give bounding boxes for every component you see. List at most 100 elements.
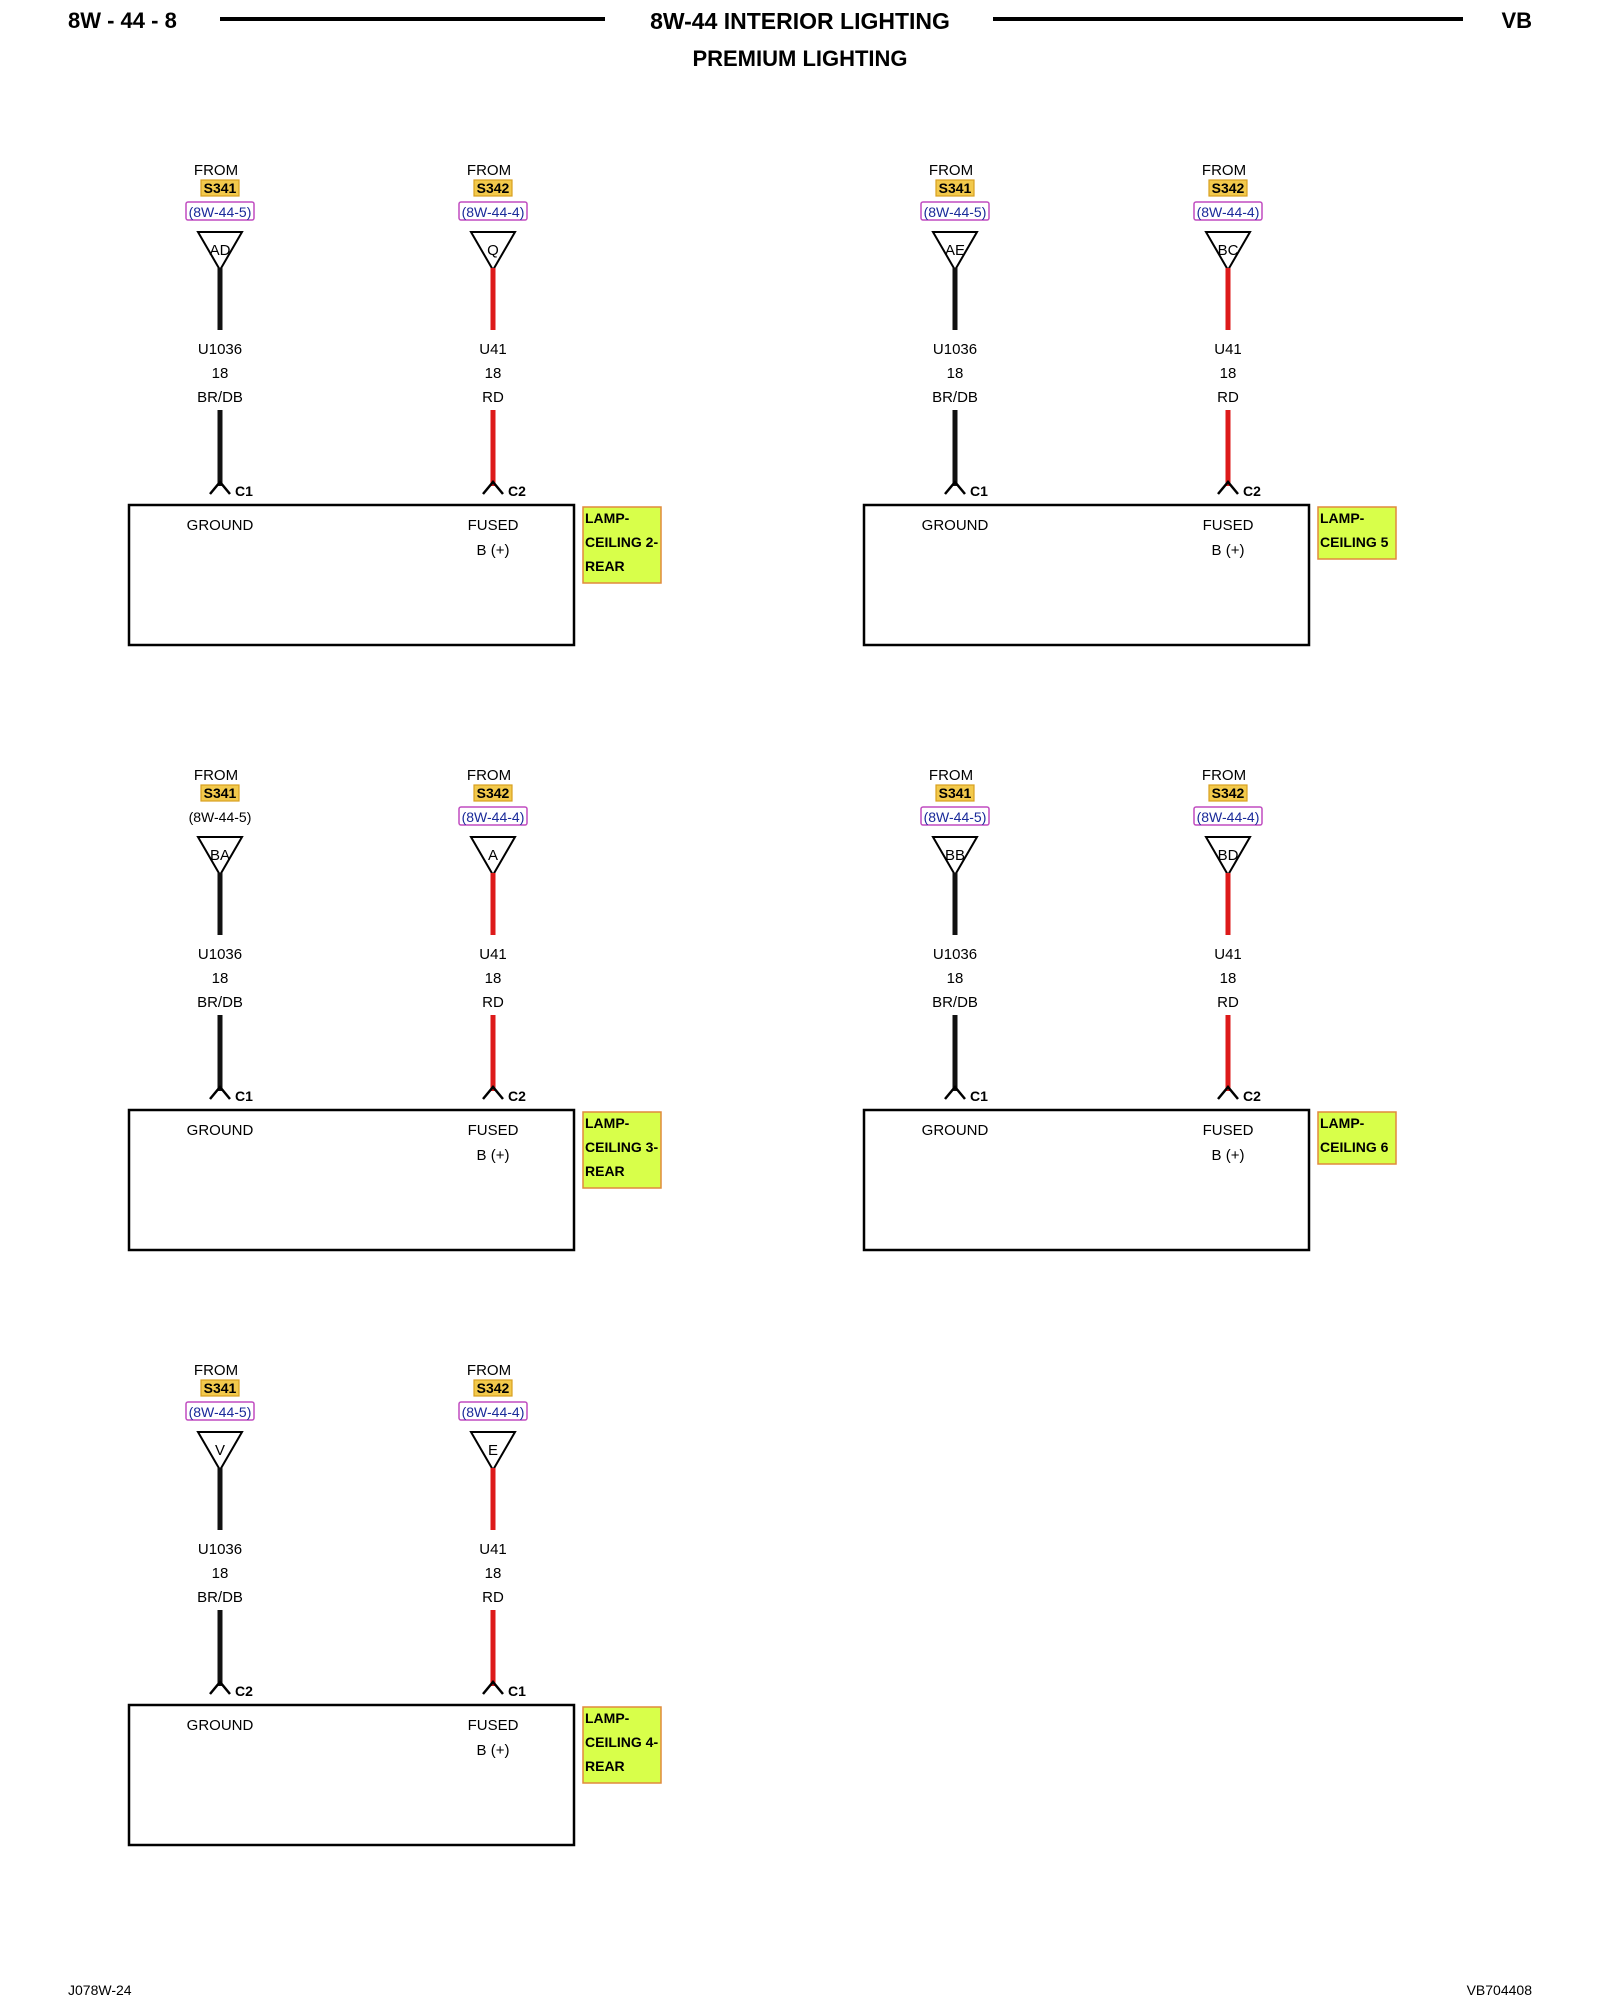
circuit-4-feed-splice-label-highlight	[1208, 784, 1248, 802]
circuit-4-ground-pin-name: GROUND	[922, 1122, 989, 1139]
circuit-5-ground-splice-label-highlight	[200, 1379, 240, 1397]
circuit-1-ground-connector-terminal	[209, 480, 231, 495]
circuit-3-feed-wire-color: RD	[482, 994, 504, 1011]
circuit-1-feed-pin-name-2: B (+)	[477, 542, 510, 559]
page-subtitle: PREMIUM LIGHTING	[692, 46, 908, 71]
circuit-3-feed-connector-id: C2	[508, 1088, 526, 1104]
circuit-2-ground-pin-name: GROUND	[922, 517, 989, 534]
circuit-5-ground-pin-label: V	[215, 1442, 225, 1459]
vehicle-badge: VB	[1501, 8, 1532, 33]
circuit-3-component-tag-bg	[582, 1111, 662, 1189]
circuit-5-feed-connector-id: C1	[508, 1683, 526, 1699]
circuit-3-component-name-line-2: CEILING 3-	[585, 1139, 658, 1155]
circuit-3-feed-circuit-number: U41	[479, 946, 507, 963]
circuit-3-ground-wire-color: BR/DB	[197, 994, 243, 1011]
circuit-2-feed-pin-name-2: B (+)	[1212, 542, 1245, 559]
circuit-2-ground-pin-label: AE	[945, 242, 965, 259]
circuit-1-feed-circuit-number: U41	[479, 341, 507, 358]
circuit-2-ground-connector-id: C1	[970, 483, 988, 499]
circuit-1-feed-connector-terminal	[482, 480, 504, 495]
circuit-1-feed-connector-triangle	[469, 231, 517, 272]
circuit-4-feed-wire-gauge: 18	[1220, 970, 1237, 987]
circuit-5-ground-circuit-number: U1036	[198, 1541, 242, 1558]
circuit-3-ground-from-label: FROM	[194, 767, 238, 784]
circuit-4-ground-wire-color: BR/DB	[932, 994, 978, 1011]
circuit-5-feed-wire-gauge: 18	[485, 1565, 502, 1582]
circuit-1-feed-page-reference: (8W-44-4)	[462, 204, 525, 220]
circuit-3-ground-connector-terminal	[209, 1085, 231, 1100]
circuit-1-ground-from-label: FROM	[194, 162, 238, 179]
circuit-2-ground-page-reference-box	[920, 201, 990, 221]
circuit-5-feed-pin-name: FUSED	[468, 1717, 519, 1734]
circuit-3-feed-wire-gauge: 18	[485, 970, 502, 987]
circuit-5-component-name-line-2: CEILING 4-	[585, 1734, 658, 1750]
circuit-5-feed-pin-name-2: B (+)	[477, 1742, 510, 1759]
circuit-4-component-tag-bg	[1317, 1111, 1397, 1165]
circuit-3-feed-connector-terminal	[482, 1085, 504, 1100]
circuit-2-feed-circuit-number: U41	[1214, 341, 1242, 358]
circuit-1-ground-pin-label: AD	[210, 242, 231, 259]
circuit-1-feed-wire-color: RD	[482, 389, 504, 406]
circuit-3-feed-pin-label: A	[488, 847, 498, 864]
circuit-4-ground-from-label: FROM	[929, 767, 973, 784]
circuit-4-feed-pin-name-2: B (+)	[1212, 1147, 1245, 1164]
circuit-2-feed-page-reference-box	[1193, 201, 1263, 221]
circuit-1-component-name-line-1: LAMP-	[585, 510, 630, 526]
circuit-5-ground-connector-id: C2	[235, 1683, 253, 1699]
circuit-5-feed-page-reference-box	[458, 1401, 528, 1421]
circuit-2-component-name-line-1: LAMP-	[1320, 510, 1365, 526]
circuit-4-ground-pin-label: BB	[945, 847, 965, 864]
circuit-3-feed-splice-label-highlight	[473, 784, 513, 802]
circuit-1-ground-wire-gauge: 18	[212, 365, 229, 382]
circuit-2-ground-page-reference: (8W-44-5)	[924, 204, 987, 220]
circuit-5-feed-splice-label-highlight	[473, 1379, 513, 1397]
circuit-5-feed-connector-triangle	[469, 1431, 517, 1472]
circuit-3-feed-pin-name: FUSED	[468, 1122, 519, 1139]
circuit-2-feed-connector-triangle	[1204, 231, 1252, 272]
circuit-2-ground-from-label: FROM	[929, 162, 973, 179]
circuit-2-feed-page-reference: (8W-44-4)	[1197, 204, 1260, 220]
circuit-4-component-name-line-2: CEILING 6	[1320, 1139, 1389, 1155]
circuit-1-feed-wire-gauge: 18	[485, 365, 502, 382]
circuit-4-feed-pin-name: FUSED	[1203, 1122, 1254, 1139]
circuit-3-component-name-line-3: REAR	[585, 1163, 625, 1179]
circuit-3-feed-page-reference-box	[458, 806, 528, 826]
circuit-4-component-name-line-1: LAMP-	[1320, 1115, 1365, 1131]
circuit-4-ground-splice-label: S341	[939, 785, 972, 801]
circuit-1-ground-page-reference: (8W-44-5)	[189, 204, 252, 220]
circuit-5-feed-splice-label: S342	[477, 1380, 510, 1396]
circuit-1-ground-splice-label-highlight	[200, 179, 240, 197]
circuit-1-ground-pin-name: GROUND	[187, 517, 254, 534]
circuit-1-ground-wire-color: BR/DB	[197, 389, 243, 406]
circuit-3-ground-splice-label: S341	[204, 785, 237, 801]
circuit-2-component-name-line-2: CEILING 5	[1320, 534, 1389, 550]
circuit-5-feed-circuit-number: U41	[479, 1541, 507, 1558]
circuit-1-feed-page-reference-box	[458, 201, 528, 221]
circuit-2-ground-connector-triangle	[931, 231, 979, 272]
circuit-5-ground-pin-name: GROUND	[187, 1717, 254, 1734]
circuit-3-ground-connector-id: C1	[235, 1088, 253, 1104]
circuit-2-ground-circuit-number: U1036	[933, 341, 977, 358]
circuit-4-feed-page-reference: (8W-44-4)	[1197, 809, 1260, 825]
circuit-5-component-box	[127, 1703, 576, 1847]
circuit-5-feed-pin-label: E	[488, 1442, 498, 1459]
footer-left-code: J078W-24	[68, 1982, 132, 1998]
circuit-5-ground-page-reference: (8W-44-5)	[189, 1404, 252, 1420]
circuit-5-ground-from-label: FROM	[194, 1362, 238, 1379]
circuit-4-ground-wire-gauge: 18	[947, 970, 964, 987]
circuit-3-ground-splice-label-highlight	[200, 784, 240, 802]
circuit-5-feed-from-label: FROM	[467, 1362, 511, 1379]
circuit-2-feed-pin-name: FUSED	[1203, 517, 1254, 534]
circuit-2-feed-splice-label-highlight	[1208, 179, 1248, 197]
circuit-1-ground-circuit-number: U1036	[198, 341, 242, 358]
circuit-4-feed-from-label: FROM	[1202, 767, 1246, 784]
circuit-2-feed-wire-gauge: 18	[1220, 365, 1237, 382]
circuit-2-ground-wire-gauge: 18	[947, 365, 964, 382]
circuit-1-ground-connector-triangle	[196, 231, 244, 272]
circuit-5-ground-splice-label: S341	[204, 1380, 237, 1396]
circuit-3-ground-connector-triangle	[196, 836, 244, 877]
circuit-5-feed-connector-terminal	[482, 1680, 504, 1695]
circuit-4-ground-connector-terminal	[944, 1085, 966, 1100]
page-title: 8W-44 INTERIOR LIGHTING	[650, 8, 950, 34]
circuit-3-feed-pin-name-2: B (+)	[477, 1147, 510, 1164]
